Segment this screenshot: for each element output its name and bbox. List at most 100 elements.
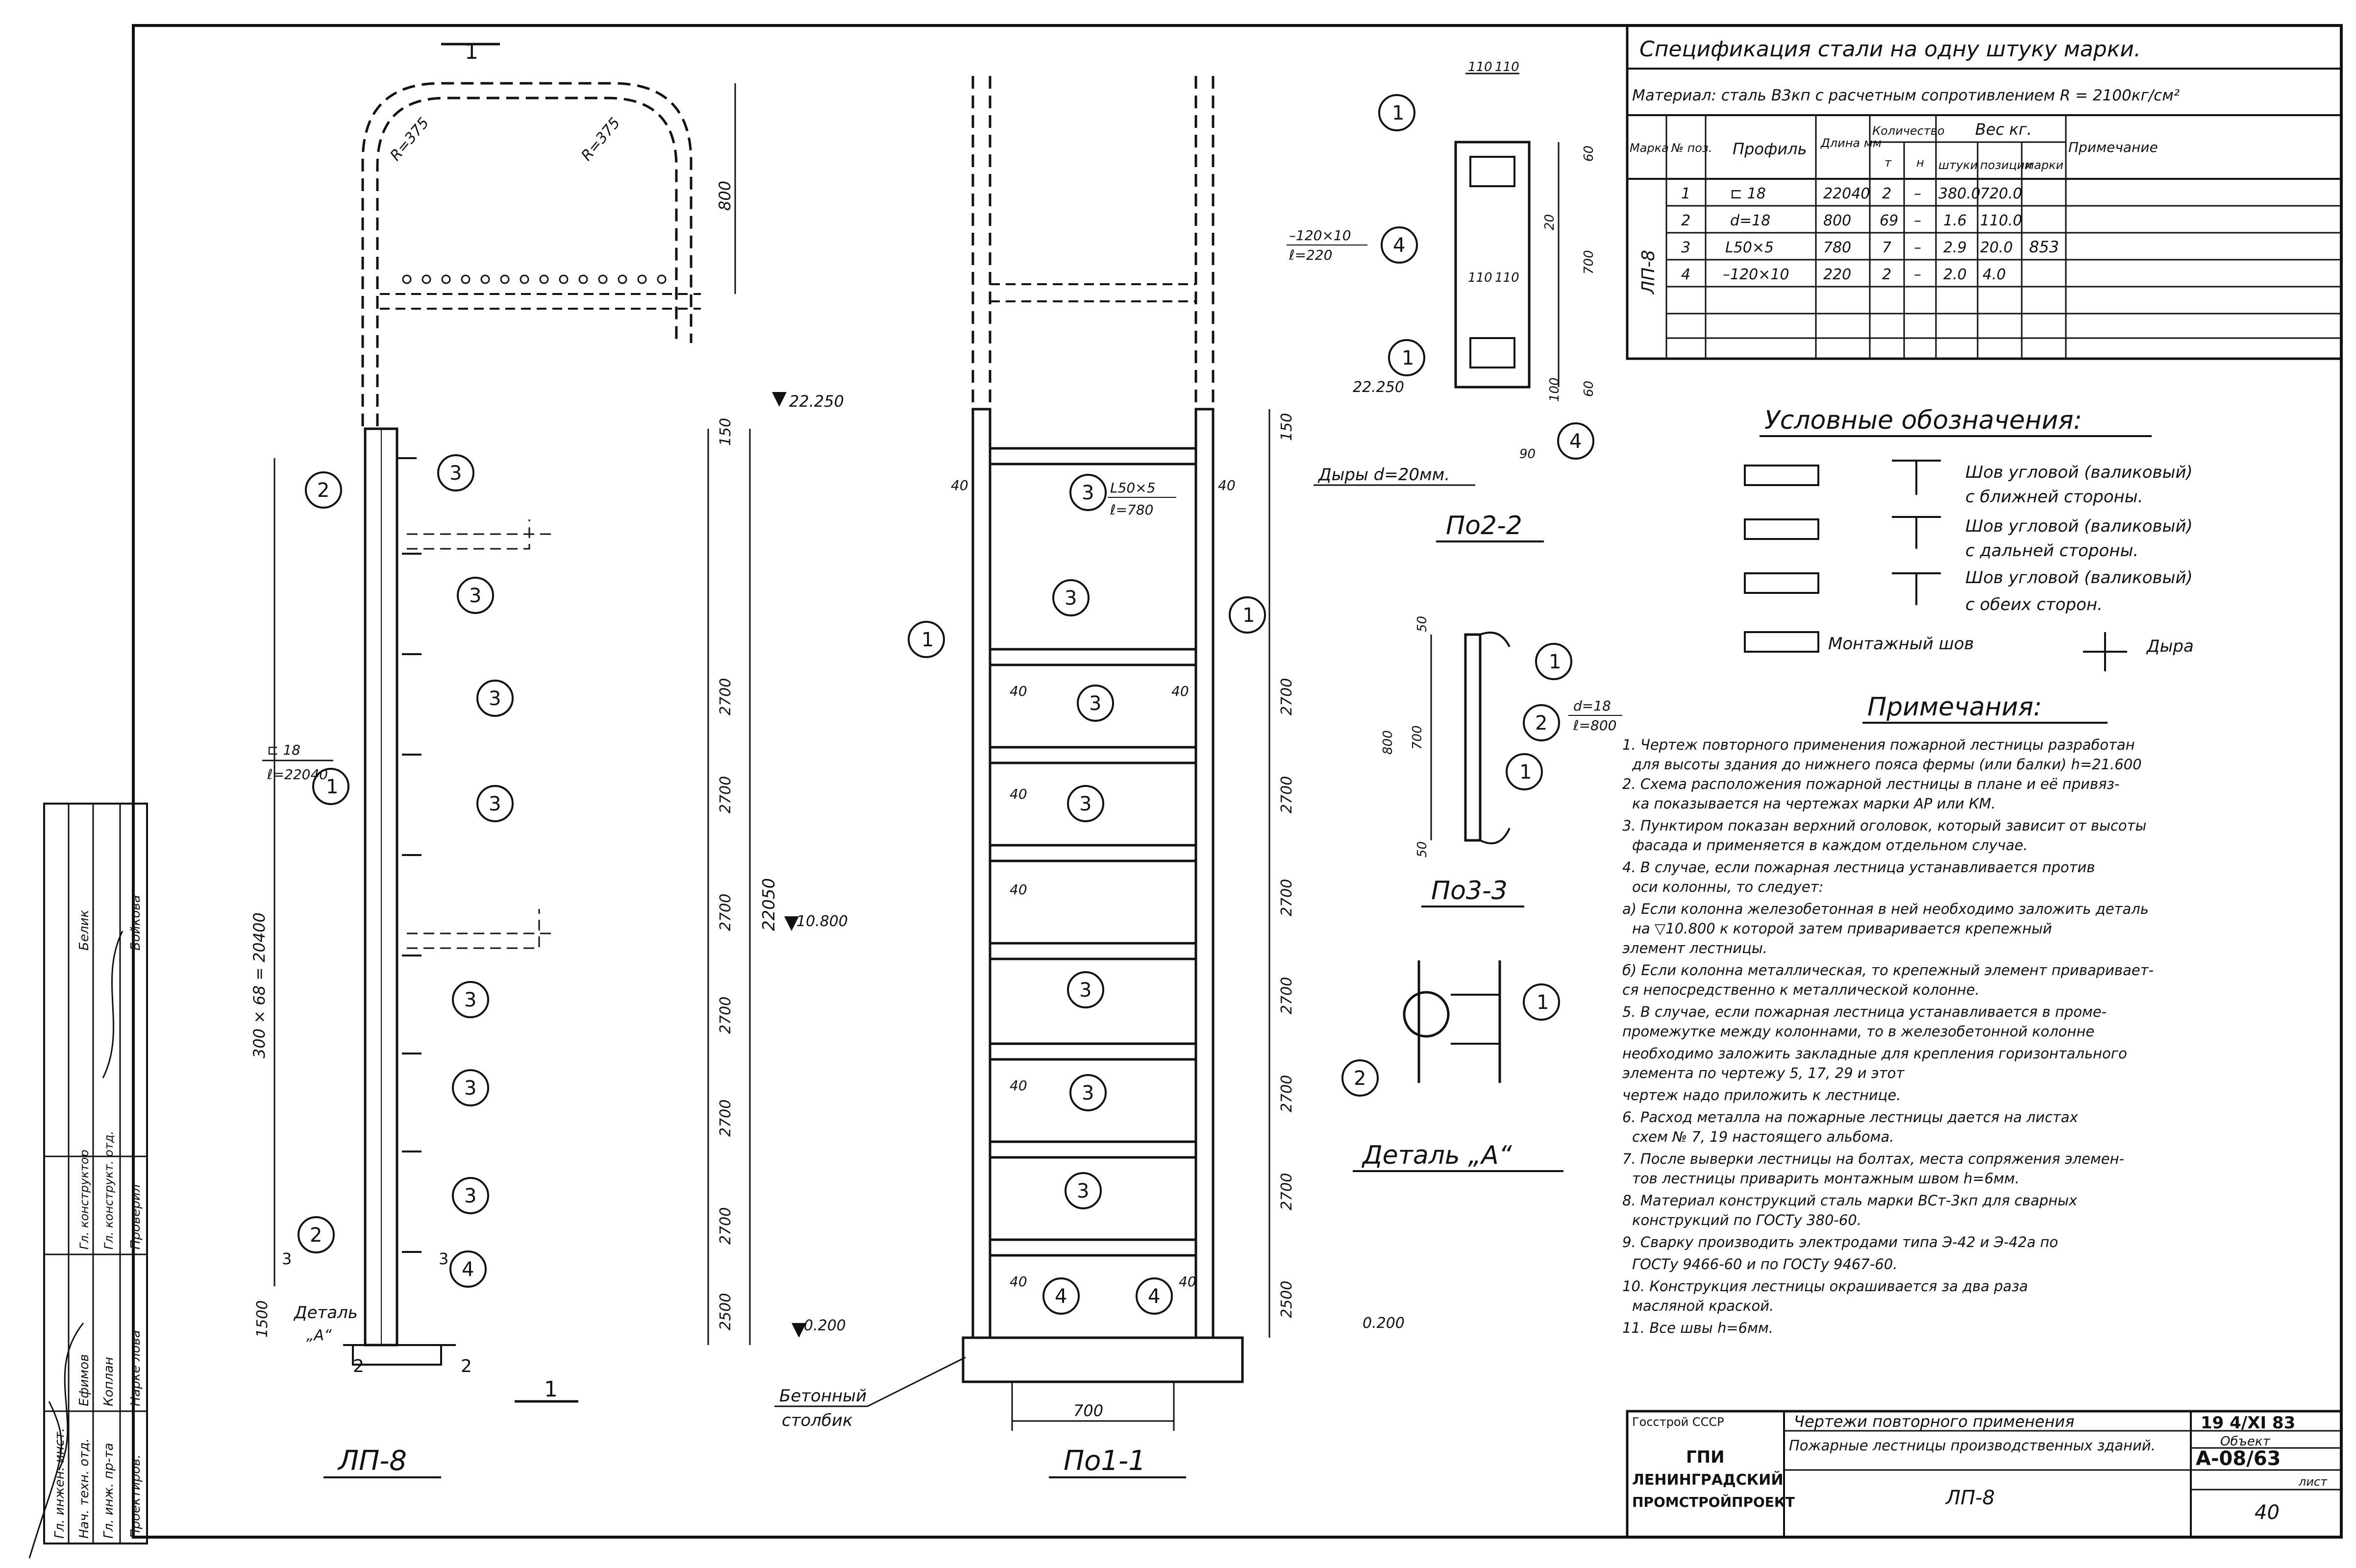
d50-bottom: 50: [1415, 841, 1430, 858]
legend-2b: с дальней стороны.: [1965, 541, 2138, 561]
tb-title2: Пожарные лестницы производственных здани…: [1789, 1437, 2156, 1454]
note-line: 4. В случае, если пожарная лестница уста…: [1622, 859, 2095, 876]
stamp-role-3: Гл. инж. пр-та: [101, 1443, 116, 1539]
svg-text:1.6: 1.6: [1943, 212, 1967, 229]
spec-row-1: 1 ⊏ 18 22040 2 – 380.0 720.0: [1681, 185, 2022, 202]
note-line: б) Если колонна металлическая, то крепеж…: [1622, 962, 2154, 979]
svg-text:20.0: 20.0: [1980, 239, 2013, 256]
tb-org-top: Госстрой СССР: [1632, 1415, 1724, 1429]
spec-title: Спецификация стали на одну штуку марки.: [1639, 37, 2141, 62]
l50-label: L50×5: [1110, 480, 1156, 496]
svg-text:40: 40: [1171, 683, 1189, 699]
tb-object: Объект: [2220, 1434, 2271, 1449]
tb-list-label: лист: [2298, 1475, 2328, 1489]
d20-top: 20: [1542, 214, 1557, 230]
d110-d: 110: [1495, 270, 1519, 285]
cut2-left: 2: [353, 1356, 364, 1376]
brackets: [397, 457, 422, 1253]
callouts-1-1: 1 1 3 3 3 3 3 3 3 4 4: [908, 474, 1266, 1315]
radius-label-1: R=375: [387, 115, 432, 165]
stamp-name2-1: Белик: [77, 910, 92, 951]
r-step-4: 2700: [1278, 977, 1295, 1014]
d700-22: 700: [1582, 250, 1596, 274]
svg-text:800: 800: [1823, 212, 1851, 229]
r-step-6: 2700: [1278, 1173, 1295, 1210]
legend-2a: Шов угловой (валиковый): [1965, 516, 2193, 536]
step-dim-6: 2700: [717, 1207, 734, 1245]
spec-row-3: 3 L50×5 780 7 – 2.9 20.0: [1681, 239, 2013, 256]
svg-text:–: –: [1914, 239, 1921, 256]
step-dim-1: 2700: [717, 678, 734, 715]
note-line: элемента по чертежу 5, 17, 29 и этот: [1622, 1065, 1905, 1081]
svg-text:380.0: 380.0: [1938, 185, 1981, 202]
note-line: 2. Схема расположения пожарной лестницы …: [1622, 776, 2119, 792]
callouts-3-3: 1 2 1: [1506, 643, 1572, 790]
svg-text:40: 40: [1179, 1274, 1196, 1290]
note-line: а) Если колонна железобетонная в ней нео…: [1622, 901, 2149, 917]
svg-text:40: 40: [1010, 683, 1027, 699]
svg-text:1: 1: [1549, 651, 1561, 673]
svg-text:3: 3: [469, 585, 481, 607]
legend-1b: с ближней стороны.: [1965, 487, 2143, 507]
svg-text:3: 3: [464, 1185, 476, 1207]
holes-label: Дыры d=20мм.: [1317, 465, 1450, 485]
r-step-8: 2500: [1278, 1281, 1295, 1318]
l50-length: ℓ=780: [1110, 502, 1153, 518]
note-line: масляной краской.: [1632, 1298, 1774, 1314]
legend-1a: Шов угловой (валиковый): [1965, 463, 2193, 482]
side-stamp: Гл. инжен. инст. Нач. техн. отд. Гл. инж…: [28, 803, 148, 1559]
svg-text:3: 3: [464, 989, 476, 1011]
stamp-role2-2: Гл. конструкт. отд.: [102, 1131, 116, 1250]
svg-text:3: 3: [489, 793, 501, 815]
svg-text:1: 1: [921, 629, 934, 651]
span-expr: 300 × 68 = 20400: [250, 912, 269, 1058]
note-line: ка показывается на чертежах марки АР или…: [1632, 795, 1996, 812]
r-step-5: 2700: [1278, 1075, 1295, 1112]
svg-text:4: 4: [1569, 430, 1582, 453]
r-step-1: 2700: [1278, 678, 1295, 715]
note-line: тов лестницы приварить монтажным швом h=…: [1632, 1170, 2019, 1187]
svg-text:2: 2: [1354, 1067, 1366, 1090]
plate-length: ℓ=220: [1289, 247, 1332, 263]
note-line: 8. Материал конструкций сталь марки ВСт-…: [1622, 1192, 2078, 1209]
note-line: фасада и применяется в каждом отдельном …: [1632, 837, 2028, 854]
d110-c: 110: [1468, 270, 1492, 285]
svg-text:1: 1: [1392, 102, 1404, 124]
callouts-main: 2 3 3 3 3 3 3 3 1 2 4: [298, 454, 514, 1288]
svg-text:4: 4: [462, 1258, 474, 1281]
note-line: оси колонны, то следует:: [1632, 879, 1823, 895]
note-line: ся непосредственно к металлической колон…: [1622, 981, 1980, 998]
c18-label: ⊏ 18: [267, 742, 300, 758]
radius-label-2: R=375: [578, 115, 623, 165]
note-line: 10. Конструкция лестницы окрашивается за…: [1622, 1278, 2028, 1295]
r-step-3: 2700: [1278, 879, 1295, 916]
note-line: 5. В случае, если пожарная лестница уста…: [1622, 1004, 2107, 1020]
sheet-frame: [132, 24, 2343, 1539]
svg-text:3: 3: [1065, 587, 1077, 610]
legend-mounting: Монтажный шов: [1828, 634, 1974, 654]
svg-text:Примечание: Примечание: [2068, 139, 2158, 155]
detail-ref-a: „А“: [306, 1327, 332, 1344]
elev-mid: 10.800: [796, 913, 848, 930]
svg-text:Вес кг.: Вес кг.: [1975, 120, 2032, 139]
svg-text:–120×10: –120×10: [1723, 266, 1789, 283]
legend: Условные обозначения: Шов угловой (валик…: [1744, 406, 2194, 671]
svg-text:1: 1: [1519, 761, 1532, 784]
callouts-2-2: 1 4 1 4: [1378, 94, 1594, 460]
tb-list-no: 40: [2255, 1501, 2280, 1524]
svg-text:–: –: [1914, 185, 1921, 202]
svg-text:d=18: d=18: [1730, 212, 1770, 229]
elev-top: 22.250: [789, 392, 844, 411]
note-line: элемент лестницы.: [1622, 940, 1767, 956]
step-dim-2: 2700: [717, 776, 734, 813]
stamp-name-2: Коплан: [101, 1357, 116, 1406]
spec-table: Спецификация стали на одну штуку марки. …: [1626, 24, 2343, 360]
detail-a: 1 2 Деталь „А“: [1341, 960, 1563, 1172]
notes-title: Примечания:: [1867, 692, 2042, 722]
svg-text:780: 780: [1823, 239, 1851, 256]
stamp-role2-1: Гл. конструктор: [77, 1150, 91, 1250]
spec-row-2: 2 d=18 800 69 – 1.6 110.0: [1681, 212, 2022, 229]
cut-mark-top: 1: [465, 39, 478, 64]
stamp-role-4: Проектиров.: [128, 1454, 143, 1539]
